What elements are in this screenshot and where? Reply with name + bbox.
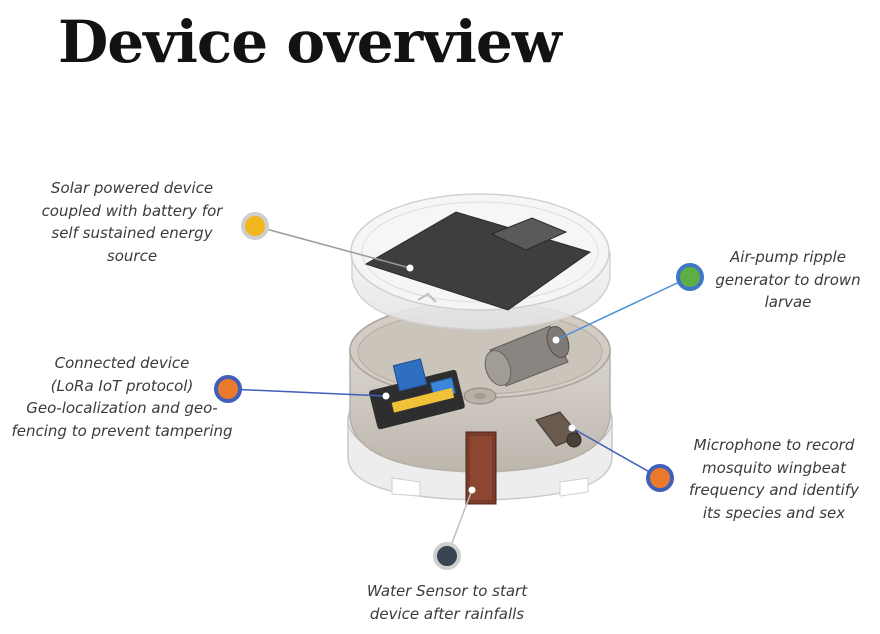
airpump-callout-text: Air-pump ripple generator to drown larva…	[715, 248, 861, 311]
slide-title: Device overview	[58, 8, 562, 76]
connected-callout-text: Connected device (LoRa IoT protocol) Geo…	[11, 354, 233, 440]
lid-with-solar-panel	[350, 193, 611, 331]
solar-callout-text: Solar powered device coupled with batter…	[41, 179, 223, 265]
leader-lines	[227, 225, 691, 557]
microphone-callout-dot	[646, 464, 674, 492]
airpump-callout-dot	[676, 263, 704, 291]
water-callout-dot	[433, 542, 461, 570]
water-callout-text: Water Sensor to start device after rainf…	[366, 582, 528, 623]
air-pump	[484, 325, 570, 387]
microphone-callout-text: Microphone to record mosquito wingbeat f…	[689, 436, 859, 522]
electronics-board	[369, 358, 465, 430]
connected-callout-dot	[214, 375, 242, 403]
solar-callout-dot	[241, 212, 269, 240]
leader-endpoints	[382, 264, 576, 494]
microphone-module	[535, 411, 582, 448]
